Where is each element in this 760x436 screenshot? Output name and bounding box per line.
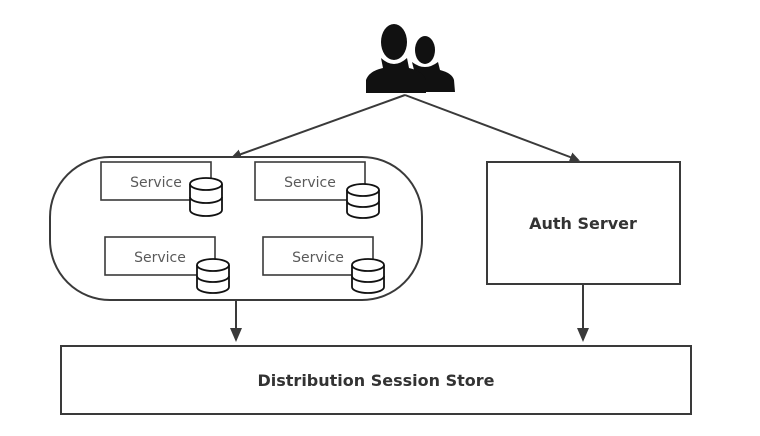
edge-users-to-auth: [404, 94, 580, 162]
edge-users-to-cluster: [231, 94, 406, 159]
database-icon: [189, 177, 223, 217]
database-icon: [351, 258, 385, 294]
auth-server-label: Auth Server: [529, 214, 637, 233]
session-store-label: Distribution Session Store: [257, 371, 494, 390]
service-label: Service: [284, 175, 336, 191]
service-label: Service: [134, 250, 186, 266]
service-label: Service: [292, 250, 344, 266]
database-icon: [196, 258, 230, 294]
service-node: Service: [262, 236, 374, 276]
database-icon: [346, 183, 380, 219]
users-icon: [366, 24, 455, 93]
auth-server: Auth Server: [486, 161, 681, 285]
session-store: Distribution Session Store: [60, 345, 692, 415]
service-label: Service: [130, 175, 182, 191]
